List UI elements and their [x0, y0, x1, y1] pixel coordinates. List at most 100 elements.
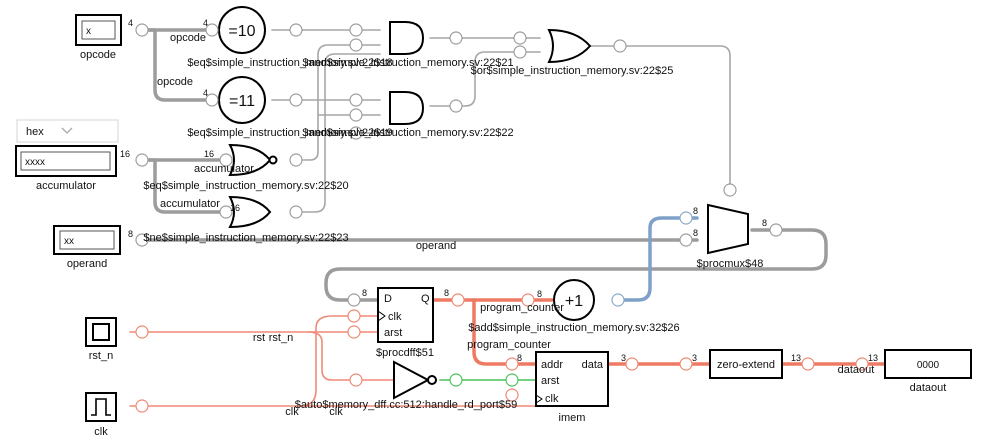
- port: [679, 233, 693, 247]
- ports: [135, 23, 869, 413]
- width-label: 8: [693, 228, 698, 238]
- inversion-bubble: [427, 375, 437, 385]
- eq10-circle: [218, 6, 266, 54]
- cell-zext: zero-extend: [709, 349, 783, 379]
- inversion-bubble: [268, 155, 278, 165]
- dff-box: [377, 287, 434, 343]
- width-label: 3: [621, 353, 626, 363]
- port: [449, 99, 463, 113]
- port: [769, 223, 783, 237]
- width-label: 8: [537, 289, 542, 299]
- dff-pin-clk: clk: [388, 311, 402, 323]
- width-label: 8: [444, 288, 449, 298]
- imem-label: imem: [559, 412, 586, 424]
- output-dataout: 0000 dataout: [884, 349, 972, 394]
- width-label: 16: [120, 149, 130, 159]
- width-label: 8: [362, 288, 367, 298]
- clock-pulse-icon[interactable]: [91, 398, 111, 416]
- eq11-label: $eq$simple_instruction_memory.sv:22$19: [187, 127, 392, 139]
- port: [349, 373, 363, 387]
- accumulator-value-field[interactable]: [20, 151, 111, 171]
- wire-pc-imem: [472, 298, 538, 366]
- cell-not: [393, 360, 437, 400]
- port: [219, 153, 233, 167]
- port: [513, 31, 527, 45]
- port: [349, 126, 363, 140]
- cell-and1: [389, 21, 425, 55]
- format-select[interactable]: [16, 119, 119, 143]
- port: [347, 293, 361, 307]
- width-label: 13: [791, 353, 801, 363]
- port: [289, 205, 303, 219]
- wire-add-mux: [615, 216, 699, 302]
- cell-eq11: =11: [218, 76, 266, 124]
- wire-label: opcode: [157, 76, 193, 88]
- and-gate-icon: [389, 21, 425, 55]
- wire-label: accumulator: [160, 198, 220, 210]
- port: [505, 357, 519, 371]
- port: [135, 325, 149, 339]
- port: [349, 23, 363, 37]
- wire-eqnor-and1: [295, 44, 381, 161]
- port: [625, 357, 639, 371]
- opcode-name: opcode: [80, 49, 116, 61]
- and-gate-icon: [389, 91, 425, 125]
- eq10-symbol: =10: [228, 23, 255, 40]
- width-label: 13: [868, 353, 878, 363]
- clock-edge-icon: [377, 310, 386, 322]
- add-label: $add$simple_instruction_memory.sv:32$26: [468, 322, 679, 334]
- nor-gate-icon: [228, 143, 272, 177]
- port: [513, 45, 527, 59]
- cell-add: +1: [553, 279, 595, 321]
- imem-pin-arst: arst: [541, 375, 559, 387]
- dff-pin-q: Q: [421, 293, 430, 305]
- width-label: 16: [204, 149, 214, 159]
- dff-pin-d: D: [384, 293, 392, 305]
- or-gate-icon: [547, 28, 592, 64]
- mux-icon: [707, 203, 749, 255]
- wire-labels: opcode opcode accumulator accumulator op…: [157, 32, 874, 418]
- imem-pin-clk: clk: [545, 393, 559, 405]
- width-label: 4: [203, 18, 208, 28]
- and2-label: $and$simple_instruction_memory.sv:22$22: [302, 127, 513, 139]
- cell-and2: [389, 91, 425, 125]
- cell-imem: addr data arst clk imem: [535, 351, 609, 424]
- bus-widths: 4 4 4 16 16 16 8 8 8 8 8 8 8 8 3 3 13 13: [120, 18, 878, 363]
- port: [679, 211, 693, 225]
- port: [349, 38, 363, 52]
- wire-label: dataout: [838, 364, 875, 376]
- input-opcode: x opcode: [75, 14, 122, 61]
- port: [679, 357, 693, 371]
- wire-label: rst_n: [269, 332, 293, 344]
- port: [451, 293, 465, 307]
- operand-value-field[interactable]: [59, 230, 115, 250]
- wire-and2-or: [429, 51, 541, 107]
- port: [347, 309, 361, 323]
- dataout-value: 0000: [917, 360, 940, 371]
- port: [289, 23, 303, 37]
- wire-label: clk: [285, 406, 299, 418]
- toggle-button-icon[interactable]: [92, 323, 110, 341]
- dataout-name: dataout: [910, 382, 947, 394]
- port: [505, 388, 519, 402]
- dff-pin-arst: arst: [384, 327, 402, 339]
- accumulator-name: accumulator: [36, 180, 96, 192]
- cell-procmux: [707, 203, 749, 255]
- imem-box: [535, 351, 609, 407]
- port: [349, 108, 363, 122]
- wire-label: accumulator: [194, 163, 254, 175]
- ne-label: $ne$simple_instruction_memory.sv:22$23: [143, 232, 348, 244]
- port: [289, 153, 303, 167]
- wires: [129, 28, 888, 407]
- width-label: 4: [128, 18, 133, 28]
- not-label: $auto$memory_dff.cc:512:handle_rd_port$5…: [295, 399, 517, 411]
- wire-label: clk: [329, 406, 343, 418]
- clk-name: clk: [94, 426, 108, 438]
- port: [449, 31, 463, 45]
- opcode-value-field[interactable]: [81, 20, 116, 40]
- port: [219, 205, 233, 219]
- imem-pin-data: data: [582, 359, 604, 371]
- input-clk: clk: [85, 392, 117, 438]
- wire-opcode-eq11: [146, 28, 210, 102]
